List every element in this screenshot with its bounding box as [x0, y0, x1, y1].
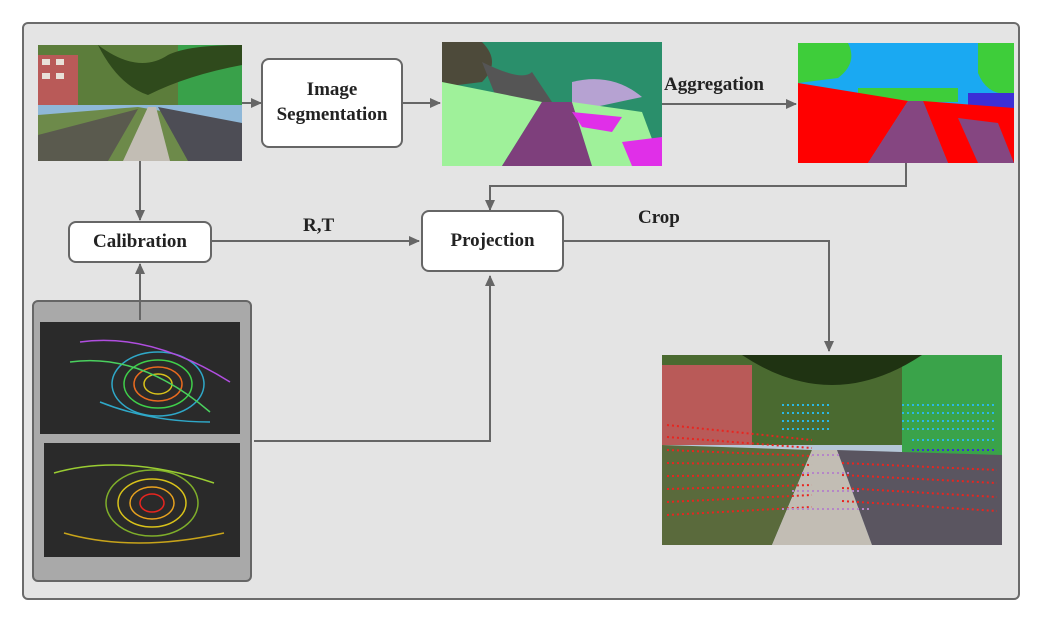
calibration-label: Calibration [93, 230, 187, 252]
segmentation-image [442, 42, 662, 166]
projected-points-image [662, 355, 1002, 545]
arrow-crop [564, 240, 834, 352]
image-segmentation-label-line1: Image [306, 79, 358, 101]
aggregated-segmentation-image [798, 43, 1014, 163]
camera-image [38, 45, 242, 161]
lidar-scan-top [40, 322, 240, 434]
image-segmentation-label-line2: Segmentation [276, 104, 388, 125]
arrow-aggregated-to-projection [485, 163, 907, 211]
aggregation-label: Aggregation [664, 74, 764, 95]
arrow-lidar-to-projection [254, 275, 495, 442]
projection-label: Projection [450, 229, 535, 251]
projection-node: Projection [421, 210, 564, 272]
crop-label: Crop [638, 207, 680, 228]
image-segmentation-node: Image Segmentation [261, 58, 403, 148]
calibration-node: Calibration [68, 221, 212, 263]
lidar-scan-bottom [44, 443, 240, 557]
rt-label: R,T [303, 215, 335, 236]
